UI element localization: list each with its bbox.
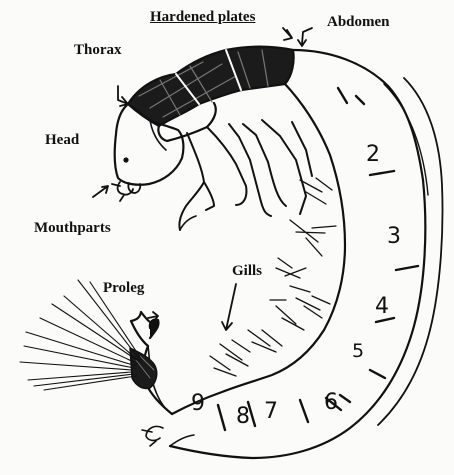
label-proleg: Proleg — [103, 281, 144, 296]
label-mouthparts: Mouthparts — [34, 221, 111, 236]
label-abdomen: Abdomen — [327, 15, 390, 30]
label-gills: Gills — [232, 264, 262, 279]
label-thorax: Thorax — [74, 43, 122, 58]
label-hardened-plates: Hardened plates — [150, 10, 255, 25]
segment-number-2: 2 — [366, 144, 380, 166]
segment-number-4: 4 — [375, 296, 389, 318]
label-head: Head — [45, 133, 79, 148]
legs — [179, 120, 312, 230]
gills — [210, 178, 336, 376]
segment-number-7: 7 — [264, 401, 278, 423]
segment-number-5: 5 — [352, 342, 364, 361]
abdomen — [170, 50, 443, 458]
segment-number-9: 9 — [191, 393, 205, 415]
proleg — [20, 280, 194, 446]
segment-number-3: 3 — [387, 226, 401, 248]
segment-number-8: 8 — [236, 406, 250, 428]
segment-number-6: 6 — [324, 392, 338, 414]
segment-dividers — [218, 88, 418, 430]
setae — [20, 280, 142, 390]
